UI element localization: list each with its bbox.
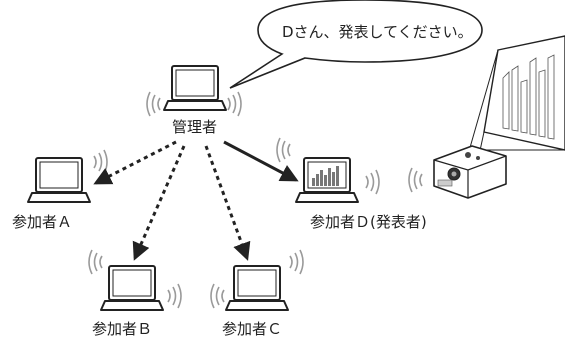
projection-screen (483, 35, 565, 151)
participant-c-label: 参加者Ｃ (222, 320, 283, 338)
participant-b-label: 参加者Ｂ (92, 320, 153, 338)
speech-bubble-text: Dさん、発表してください。 (282, 23, 473, 41)
wireless-wave-icon (365, 169, 380, 195)
arrow-to-b (132, 145, 186, 261)
wireless-wave-icon (167, 283, 182, 309)
participant-a-laptop (27, 157, 91, 203)
arrows (93, 140, 299, 261)
wireless-wave-icon (146, 91, 161, 117)
speech-bubble (229, 0, 483, 89)
participant-a-label: 参加者Ａ (12, 213, 73, 231)
arrow-to-a (93, 140, 177, 185)
wireless-wave-icon (88, 249, 103, 275)
projector-icon (433, 145, 507, 199)
bar-chart-screen-icon (312, 166, 339, 186)
participant-d-laptop (295, 157, 359, 203)
participant-d-label: 参加者Ｄ(発表者) (310, 213, 427, 231)
wireless-wave-icon (227, 91, 242, 117)
participant-c-laptop (225, 265, 289, 311)
arrow-to-d (223, 140, 299, 182)
participant-b-laptop (100, 265, 164, 311)
wireless-wave-icon (93, 149, 108, 175)
wireless-wave-icon (408, 167, 423, 193)
admin-label: 管理者 (172, 118, 218, 136)
arrow-to-c (204, 145, 251, 261)
wireless-wave-icon (289, 249, 304, 275)
wireless-wave-icon (276, 137, 291, 163)
wireless-wave-icon (210, 283, 225, 309)
admin-laptop (163, 65, 227, 111)
